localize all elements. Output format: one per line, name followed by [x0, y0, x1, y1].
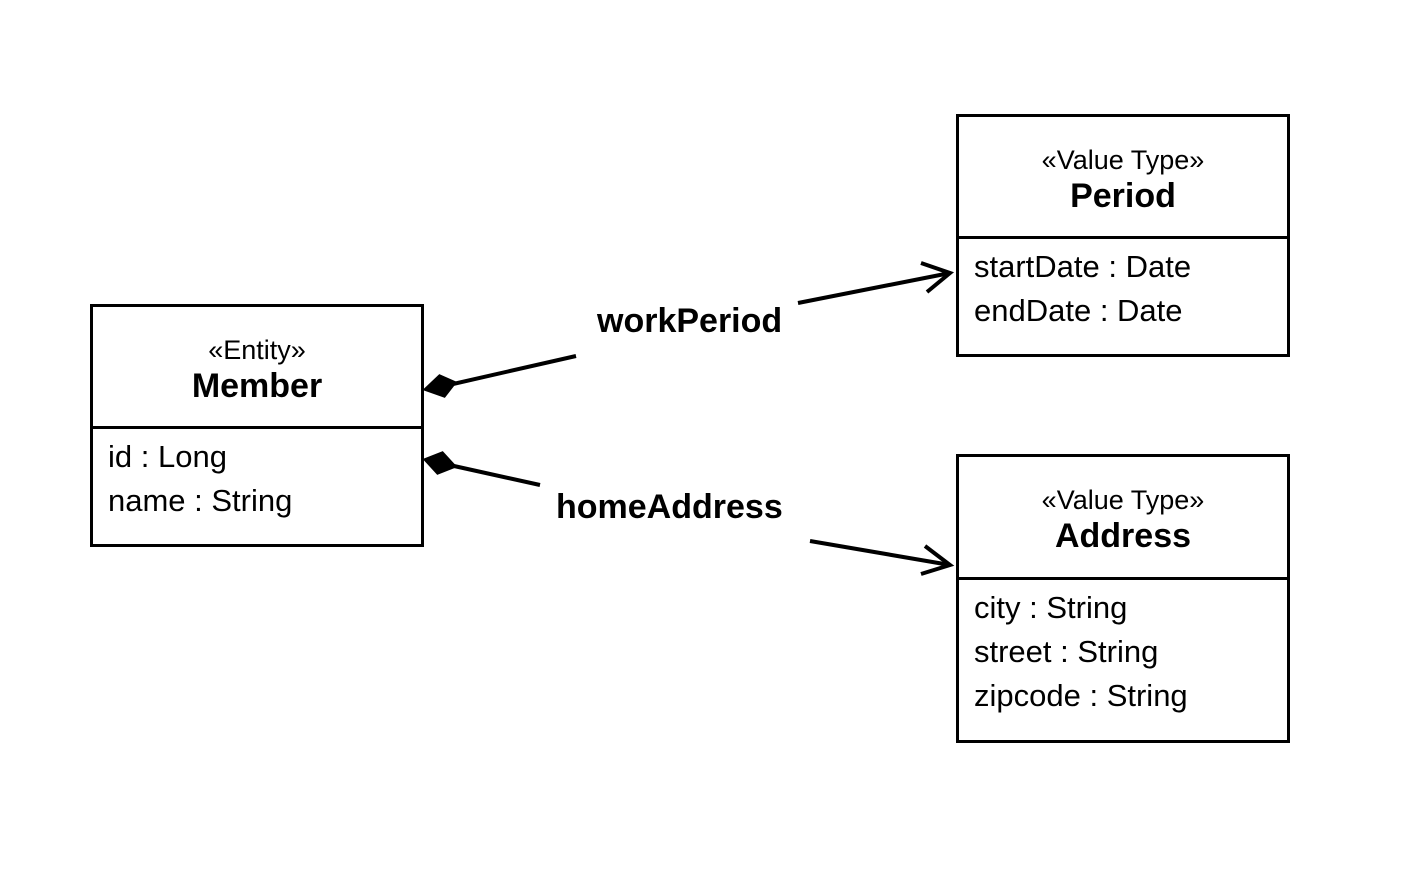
open-arrowhead-icon: [920, 544, 955, 576]
class-attribute: city : String: [974, 590, 1128, 625]
class-attribute: startDate : Date: [974, 249, 1192, 284]
class-attributes-section: city : String street : String zipcode : …: [959, 580, 1287, 740]
class-box-member: «Entity» Member id : Long name : String: [90, 304, 424, 547]
association-line-segment: [452, 354, 577, 386]
class-stereotype: «Value Type»: [1041, 485, 1205, 515]
class-header: «Value Type» Address: [959, 457, 1287, 580]
composition-diamond-icon: [422, 451, 458, 475]
class-attribute: endDate : Date: [974, 293, 1183, 328]
class-name: Period: [1070, 176, 1176, 215]
association-line-segment: [809, 539, 951, 567]
open-arrowhead-icon: [920, 261, 955, 294]
class-attribute: street : String: [974, 634, 1159, 669]
association-line-segment: [797, 271, 951, 305]
relation-label-homeaddress: homeAddress: [556, 488, 783, 526]
class-box-address: «Value Type» Address city : String stree…: [956, 454, 1290, 743]
class-stereotype: «Entity»: [208, 334, 306, 365]
class-attribute: zipcode : String: [974, 678, 1188, 713]
composition-link-workperiod: [422, 261, 955, 398]
composition-diamond-icon: [422, 374, 458, 398]
relation-label-workperiod: workPeriod: [597, 302, 783, 340]
class-attribute: id : Long: [108, 439, 227, 474]
class-attributes-section: startDate : Date endDate : Date: [959, 239, 1287, 354]
class-attributes-section: id : Long name : String: [93, 429, 421, 544]
class-name: Address: [1054, 517, 1192, 555]
association-line-segment: [453, 464, 541, 487]
class-name: Member: [191, 366, 323, 405]
class-box-period: «Value Type» Period startDate : Date end…: [956, 114, 1290, 357]
class-attribute: name : String: [108, 483, 293, 518]
class-stereotype: «Value Type»: [1041, 144, 1205, 175]
composition-link-homeaddress: [422, 451, 955, 576]
class-header: «Value Type» Period: [959, 117, 1287, 239]
class-header: «Entity» Member: [93, 307, 421, 429]
